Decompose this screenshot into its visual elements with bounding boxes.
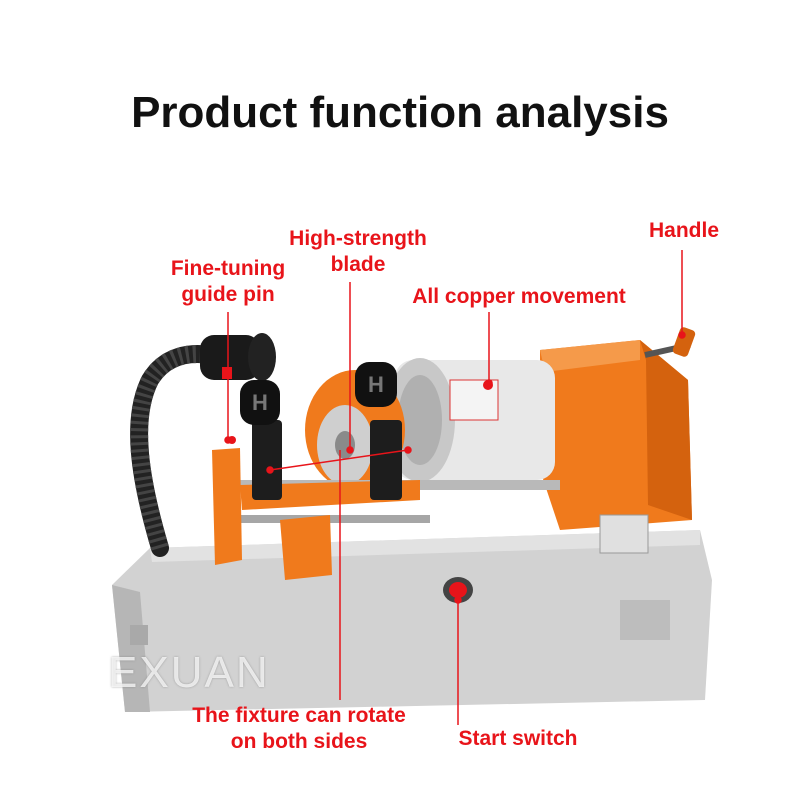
machine-base [112,530,712,712]
label-blade-line1: High-strength [289,227,427,250]
start-switch [443,577,473,603]
label-handle: Handle [648,219,719,242]
motor-housing [540,340,692,554]
label-guide-pin: Fine-tuning guide pin [140,256,316,308]
label-start-switch: Start switch [458,727,578,750]
label-blade: High-strength blade [266,226,450,278]
left-clamp: H [240,380,282,500]
label-guide-pin-line1: Fine-tuning [170,257,286,280]
watermark: EXUAN [108,648,270,697]
svg-text:H: H [368,372,384,397]
gooseneck-guide [130,333,276,557]
annotation-lines [224,250,686,725]
page-title: Product function analysis [131,88,669,137]
label-fixture-line2: on both sides [230,730,368,753]
motor [385,358,555,482]
label-copper-movement: All copper movement [412,285,626,308]
label-guide-pin-line2: guide pin [181,283,275,306]
label-fixture: The fixture can rotate on both sides [168,703,430,755]
crank-handle [644,327,696,358]
svg-text:H: H [252,390,268,415]
label-blade-line2: blade [330,253,386,276]
right-clamp: H [355,362,402,500]
label-fixture-line1: The fixture can rotate [192,704,406,727]
